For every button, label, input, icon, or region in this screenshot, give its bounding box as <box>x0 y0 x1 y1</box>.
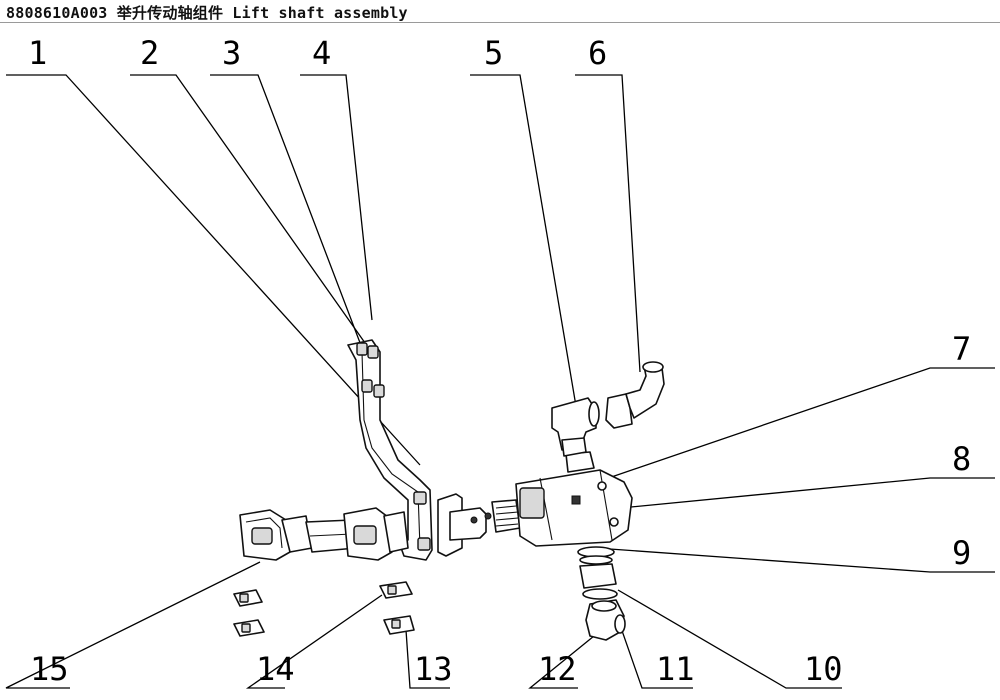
input-spline <box>484 499 521 533</box>
callout-2: 2 <box>140 34 159 72</box>
flange-plate <box>437 493 487 557</box>
leader-4 <box>300 74 373 321</box>
lower-fittings <box>577 546 626 641</box>
callout-11: 11 <box>656 650 695 688</box>
callout-numbers: 1 2 3 4 5 6 7 8 9 10 11 12 13 14 15 <box>28 34 971 688</box>
elbow-fitting-top <box>605 361 665 429</box>
bracket-bolts <box>356 342 431 551</box>
leader-6 <box>575 74 641 373</box>
callout-4: 4 <box>312 34 331 72</box>
mounting-bracket <box>347 339 433 561</box>
callout-10: 10 <box>804 650 843 688</box>
leader-5 <box>470 74 579 419</box>
callout-8: 8 <box>952 440 971 478</box>
leader-9 <box>595 547 995 573</box>
callout-3: 3 <box>222 34 241 72</box>
leader-12 <box>528 635 595 689</box>
drive-shaft <box>239 507 409 561</box>
leader-10 <box>617 589 842 689</box>
callout-5: 5 <box>484 34 503 72</box>
callout-14: 14 <box>256 650 295 688</box>
page-title: 8808610A003 举升传动轴组件 Lift shaft assembly <box>6 4 408 22</box>
leader-7 <box>555 367 995 497</box>
callout-15: 15 <box>30 650 69 688</box>
leader-2 <box>130 74 371 351</box>
leader-lines <box>5 74 995 689</box>
leader-8 <box>599 477 995 511</box>
gearbox-body <box>515 451 633 547</box>
leader-15 <box>5 561 261 689</box>
leader-3 <box>210 74 379 391</box>
callout-12: 12 <box>538 650 577 688</box>
callout-13: 13 <box>414 650 453 688</box>
callout-9: 9 <box>952 534 971 572</box>
small-clamps <box>233 581 415 637</box>
tee-fitting <box>551 397 600 457</box>
title-divider <box>0 22 1000 23</box>
callout-1: 1 <box>28 34 47 72</box>
callout-6: 6 <box>588 34 607 72</box>
leader-1 <box>6 74 421 466</box>
leader-14 <box>245 594 383 689</box>
leader-13 <box>405 629 450 689</box>
callout-7: 7 <box>952 330 971 368</box>
